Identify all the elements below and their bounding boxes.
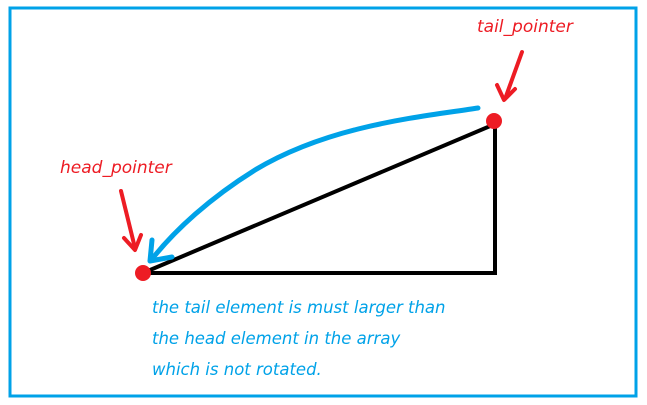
caption-line-1: the tail element is must larger than [152,298,446,317]
tail-pointer-arrow [495,50,524,102]
triangle-hypotenuse [142,122,496,275]
caption-line-2: the head element in the array [152,329,400,348]
diagram-frame [8,6,638,398]
head-pointer-label: head_pointer [60,158,173,178]
curved-arrow-head [147,237,175,264]
caption-line-3: which is not rotated. [152,360,322,379]
curved-arrow-shaft [149,105,481,262]
tail-pointer-dot [486,113,502,129]
triangle [142,122,497,275]
head-pointer-dot [135,265,151,281]
tail-pointer-label: tail_pointer [477,17,574,37]
head-pointer-arrow [119,189,143,252]
rotation-arrow [147,105,481,264]
